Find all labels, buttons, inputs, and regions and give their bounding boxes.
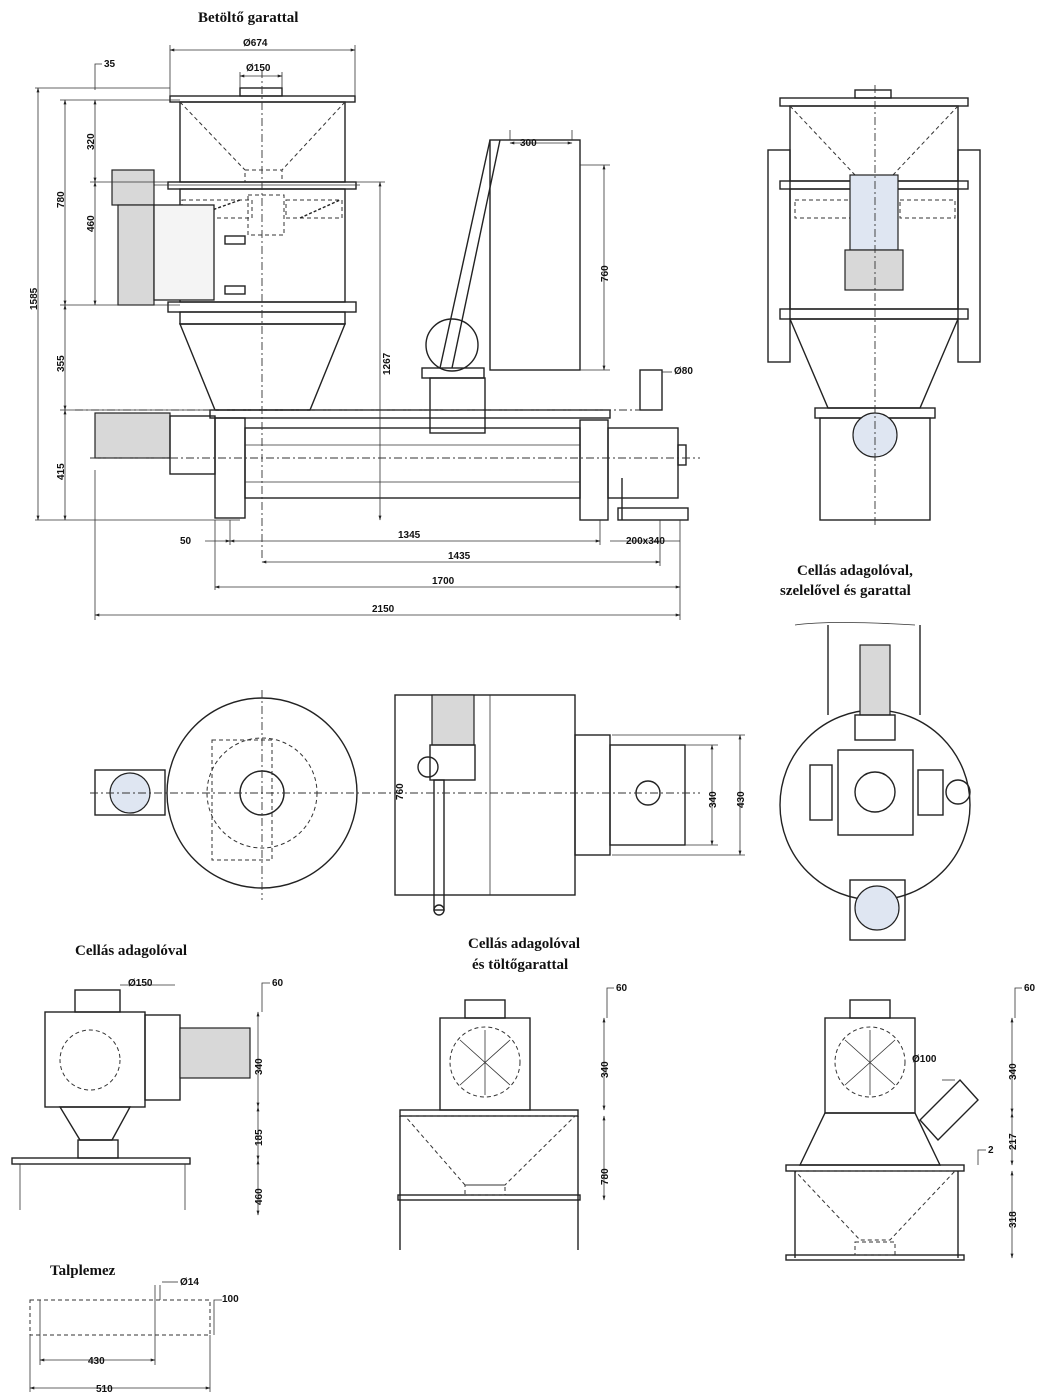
f-dim-217: 217 [1008, 1133, 1019, 1150]
dim-d320: 320 [86, 133, 97, 150]
conveyor-motor [94, 412, 171, 459]
a-dim-185: 185 [254, 1129, 265, 1146]
airlock-fan-hopper-view: 60 Ø100 340 2 217 318 [785, 983, 1036, 1261]
dim-d674: Ø674 [243, 38, 268, 49]
dim-d760: 760 [600, 265, 611, 282]
dim-d1435: 1435 [448, 551, 471, 562]
dim-d200x340: 200x340 [626, 536, 665, 547]
airlock-view: Cellás adagolóval Ø150 60 340 185 460 [11, 943, 284, 1216]
baseplate-view: Talplemez Ø14 100 430 510 [29, 1263, 239, 1394]
dim-d415: 415 [56, 463, 67, 480]
hopper-motor [111, 169, 155, 206]
f-dim-d100: Ø100 [912, 1054, 937, 1065]
dim-d1345: 1345 [398, 530, 421, 541]
title-airlock: Cellás adagolóval [75, 943, 187, 959]
dim-d1267: 1267 [382, 352, 393, 375]
f-dim-318: 318 [1008, 1211, 1019, 1228]
dim-d355: 355 [56, 355, 67, 372]
top-view: 760 340 430 [90, 690, 747, 916]
a-dim-60: 60 [272, 978, 284, 989]
dim-d35: 35 [104, 59, 116, 70]
h-dim-60: 60 [616, 983, 628, 994]
dim-d340: 340 [708, 791, 719, 808]
h-dim-340: 340 [600, 1061, 611, 1078]
title-main: Betöltő garattal [198, 10, 298, 26]
dim-d1700: 1700 [432, 576, 455, 587]
f-dim-2: 2 [988, 1145, 994, 1156]
dim-d430: 430 [736, 791, 747, 808]
title-airlock-hopper-2: és töltőgarattal [472, 957, 568, 973]
dim-d50: 50 [180, 536, 192, 547]
dim-d1585: 1585 [29, 287, 40, 310]
top-view-airlock-fan [779, 622, 971, 941]
a-dim-340: 340 [254, 1058, 265, 1075]
airlock-hopper-view: Cellás adagolóval és töltőgarattal 60 34… [397, 936, 628, 1250]
t-dim-430: 430 [88, 1356, 105, 1367]
dim-d460: 460 [86, 215, 97, 232]
a-dim-d150: Ø150 [128, 978, 153, 989]
t-dim-100: 100 [222, 1294, 239, 1305]
side-view [767, 85, 981, 525]
dim-d80: Ø80 [674, 366, 693, 377]
dim-d780: 780 [56, 191, 67, 208]
dim-d300: 300 [520, 138, 537, 149]
title-baseplate: Talplemez [50, 1263, 116, 1279]
title-airlock-hopper: Cellás adagolóval [468, 936, 580, 952]
f-dim-60: 60 [1024, 983, 1036, 994]
dim-d760b: 760 [395, 783, 406, 800]
a-dim-460: 460 [254, 1188, 265, 1205]
front-view: Betöltő garattal [29, 10, 700, 620]
t-dim-d14: Ø14 [180, 1277, 199, 1288]
title-airlock-fan: Cellás adagolóval, [797, 563, 913, 579]
dim-d2150: 2150 [372, 604, 395, 615]
title-airlock-fan-2: szelelővel és garattal [780, 583, 911, 599]
t-dim-510: 510 [96, 1384, 113, 1394]
f-dim-340: 340 [1008, 1063, 1019, 1080]
h-dim-780: 780 [600, 1168, 611, 1185]
dim-d150: Ø150 [246, 63, 271, 74]
